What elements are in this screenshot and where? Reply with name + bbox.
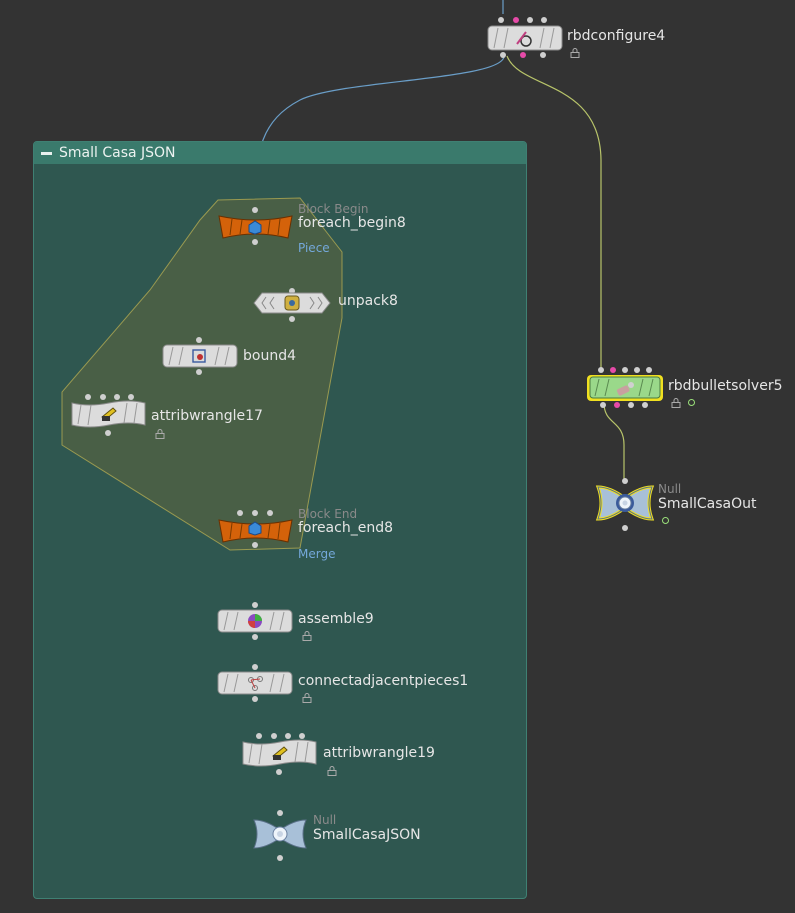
wire-config-to-solver — [506, 55, 602, 370]
node-body — [217, 664, 293, 702]
lock-icon — [302, 631, 312, 641]
wire-solver-to-null — [603, 402, 625, 482]
node-body — [587, 367, 663, 408]
foreach-icon — [248, 220, 262, 235]
network-box-header[interactable]: Small Casa JSON — [34, 142, 526, 164]
collapse-icon[interactable] — [41, 151, 52, 155]
node-null-smallcasajson[interactable] — [250, 808, 310, 864]
node-label-foreach-begin: foreach_begin8 — [298, 215, 406, 231]
node-body — [595, 478, 655, 531]
node-label-assemble: assemble9 — [298, 611, 374, 627]
lock-icon — [671, 398, 681, 408]
node-foreach-end[interactable] — [216, 508, 296, 550]
node-foreach-begin[interactable] — [216, 204, 296, 246]
lock-icon — [155, 429, 165, 439]
lock-icon — [302, 693, 312, 703]
node-label-null-out: SmallCasaOut — [658, 496, 757, 512]
node-body — [487, 17, 563, 58]
display-flag-icon[interactable] — [688, 399, 695, 406]
wrangle-icon — [272, 746, 288, 760]
lock-icon — [570, 48, 580, 58]
connect-pieces-icon — [248, 676, 263, 691]
assemble-icon — [248, 614, 262, 628]
node-type-foreach-end: Block End — [298, 507, 358, 521]
node-rbdbulletsolver[interactable] — [585, 364, 667, 410]
node-body — [253, 810, 307, 861]
node-mode-foreach-begin: Piece — [298, 241, 330, 255]
node-attribwrangle17[interactable] — [69, 393, 149, 437]
node-label-attribwrangle17: attribwrangle17 — [151, 408, 263, 424]
rbd-configure-icon — [516, 31, 532, 47]
foreach-icon — [248, 521, 262, 536]
node-label-rbdconfigure: rbdconfigure4 — [567, 28, 666, 44]
node-label-unpack: unpack8 — [338, 293, 398, 309]
node-connect-adjacent[interactable] — [216, 662, 296, 704]
node-label-attribwrangle19: attribwrangle19 — [323, 745, 435, 761]
node-label-bound: bound4 — [243, 348, 296, 364]
node-rbdconfigure[interactable] — [486, 14, 566, 64]
node-type-null-json: Null — [313, 813, 337, 827]
node-null-smallcasaout[interactable] — [594, 476, 656, 534]
bullet-solver-icon — [616, 382, 634, 396]
node-bound[interactable] — [161, 336, 239, 376]
display-flag-icon[interactable] — [662, 517, 669, 524]
node-mode-foreach-end: Merge — [298, 547, 336, 561]
node-type-foreach-begin: Block Begin — [298, 202, 369, 216]
node-unpack[interactable] — [252, 287, 332, 325]
node-label-connect-adjacent: connectadjacentpieces1 — [298, 673, 469, 689]
node-attribwrangle19[interactable] — [240, 732, 320, 776]
lock-icon — [327, 766, 337, 776]
node-type-null-out: Null — [658, 482, 682, 496]
node-label-null-json: SmallCasaJSON — [313, 827, 421, 843]
wrangle-icon — [101, 407, 117, 421]
node-body — [242, 733, 317, 775]
node-label-rbdbulletsolver: rbdbulletsolver5 — [668, 378, 783, 394]
node-assemble[interactable] — [216, 600, 296, 642]
network-box[interactable]: Small Casa JSON — [33, 141, 527, 899]
network-box-title: Small Casa JSON — [59, 145, 176, 161]
node-label-foreach-end: foreach_end8 — [298, 520, 393, 536]
bound-icon — [192, 349, 206, 363]
unpack-icon — [284, 295, 300, 311]
